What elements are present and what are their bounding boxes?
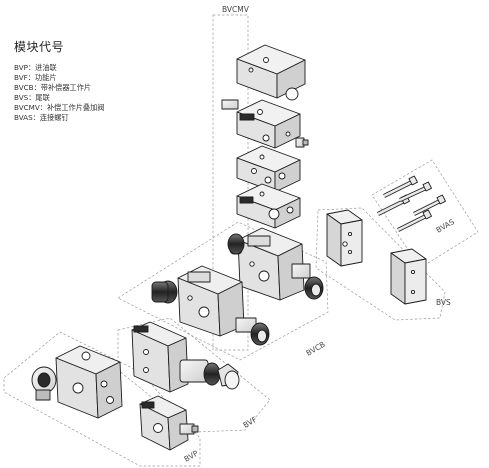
bvf-function-section [131, 321, 240, 393]
bvp-inlet-section [31, 345, 123, 419]
legend-item-bvas: BVAS：连接螺钉 [14, 113, 69, 122]
label-bvp: BVP [183, 448, 201, 463]
legend-title: 模块代号 [14, 40, 65, 54]
bvs-end-plate-2 [390, 248, 427, 305]
module-code-legend: 模块代号 BVP：进油联 BVF：功能片 BVCB：带补偿器工作片 BVS：尾联… [14, 38, 104, 123]
legend-item-bvcb: BVCB：带补偿器工作片 [14, 83, 92, 92]
bvcmv-plate-1 [236, 44, 306, 101]
bvas-connecting-bolts [377, 175, 446, 232]
legend-item-bvs: BVS：尾联 [14, 93, 50, 102]
label-bvas: BVAS [435, 217, 457, 235]
bvs-end-plate-1 [326, 209, 363, 267]
bvcmv-plate-4 [236, 183, 301, 229]
label-bvs: BVS [436, 298, 451, 307]
bvcb-section-rear [227, 227, 324, 301]
legend-item-bvcmv: BVCMV：补偿工作片叠加阀 [14, 103, 105, 112]
legend-item-bvp: BVP：进油联 [14, 63, 57, 72]
bvp-pressure-section [139, 395, 199, 451]
label-bvcmv: BVCMV [222, 5, 250, 14]
bvcmv-group-outline [212, 14, 249, 351]
bvas-group-outline [371, 159, 479, 269]
bvp-group-outline [3, 331, 201, 467]
bvcmv-plate-3 [236, 145, 301, 193]
legend-item-bvf: BVF：功能片 [14, 73, 57, 82]
bvcb-group-outline [117, 221, 329, 361]
bvcmv-plate-2 [221, 99, 309, 149]
bvcb-section-front [151, 265, 270, 346]
label-bvcb: BVCB [305, 340, 327, 358]
